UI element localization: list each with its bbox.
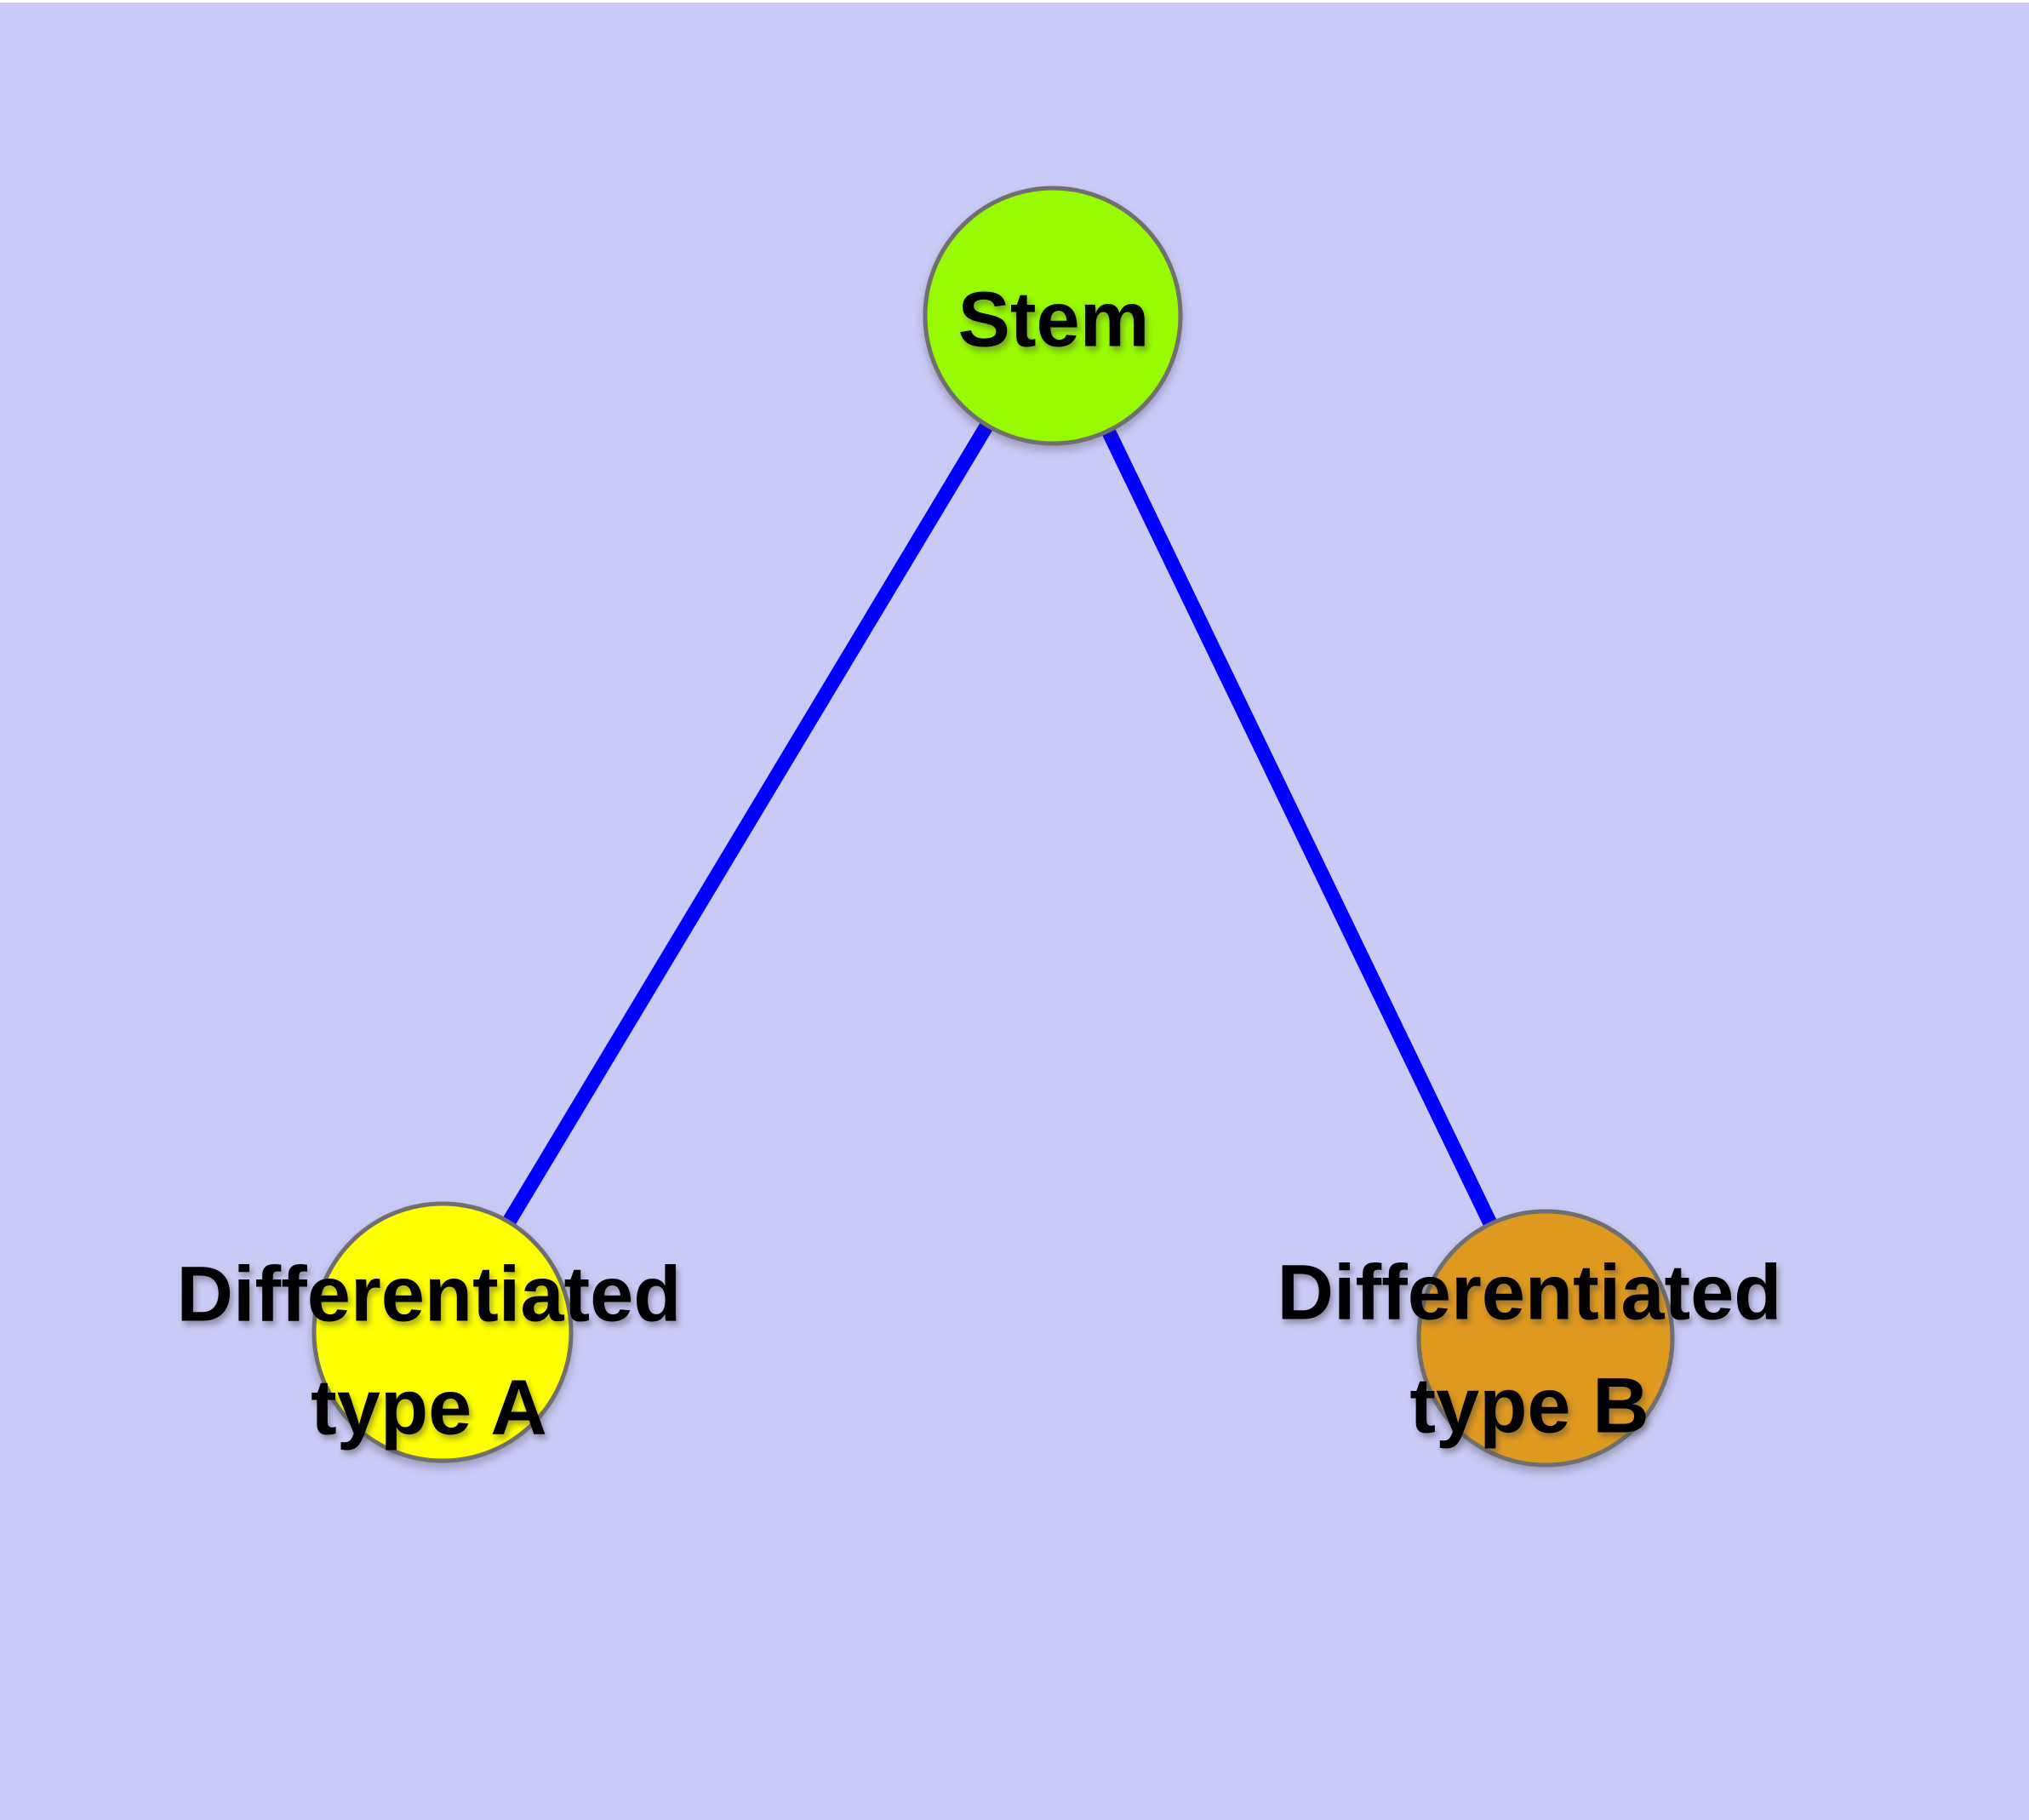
edge-stem-to-type-b [1046, 312, 1552, 1342]
type-a-label-line1: Differentiated [176, 1251, 682, 1338]
window-top-edge [0, 0, 2029, 3]
type-b-node [1416, 1209, 1675, 1468]
stem-node-label: Stem [957, 276, 1150, 363]
type-b-node-label: Differentiated type B [1277, 1237, 1782, 1464]
edge-stem-to-type-a [436, 312, 1060, 1336]
type-a-node-label: Differentiated type A [177, 1239, 682, 1466]
type-a-node [311, 1201, 574, 1463]
stem-node [923, 186, 1183, 446]
type-b-label-line1: Differentiated [1277, 1249, 1782, 1336]
type-b-label-line2: type B [1409, 1363, 1649, 1450]
type-a-label-line2: type A [311, 1365, 547, 1451]
